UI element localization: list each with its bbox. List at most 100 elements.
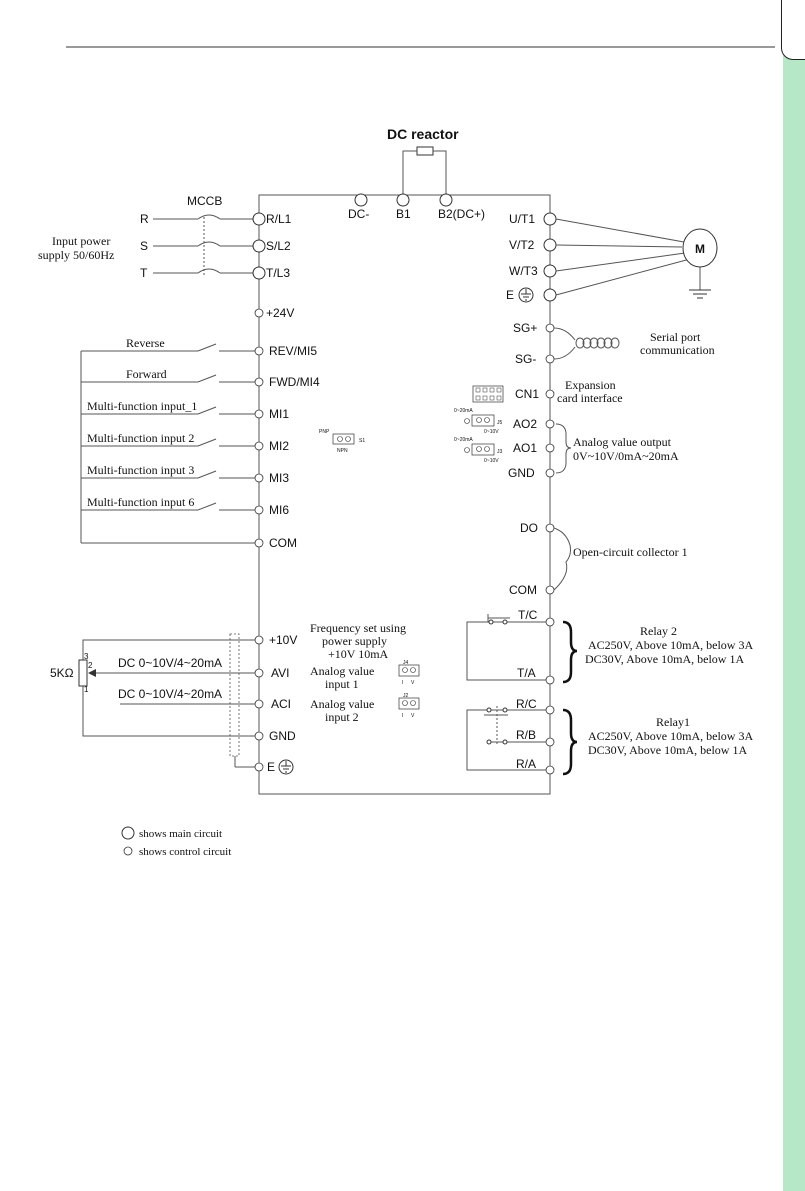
analog-out-label: Analog value output xyxy=(573,435,672,449)
e-left-label: E xyxy=(267,760,275,774)
gnd-left-label: GND xyxy=(269,729,296,743)
gnd-right-label: GND xyxy=(508,466,535,480)
legend-control-circuit-label: shows control circuit xyxy=(139,846,231,858)
do-bracket xyxy=(553,527,571,591)
reactor-wire-b1 xyxy=(402,150,417,195)
mccb-breakers xyxy=(153,214,253,275)
relay2-contact xyxy=(466,614,546,681)
jumper-j2: J2 I V xyxy=(398,693,420,719)
relay2-title: Relay 2 xyxy=(640,624,677,638)
terminal-r-b xyxy=(545,737,555,747)
terminal-ao2 xyxy=(545,419,555,429)
svg-text:PNP: PNP xyxy=(319,429,330,435)
switch-mi1 xyxy=(81,406,255,415)
terminal-aci xyxy=(254,699,264,709)
analog-in1-line1: Analog value xyxy=(310,664,374,678)
fwd-mi4-label: FWD/MI4 xyxy=(269,375,320,389)
s-l2-label: S/L2 xyxy=(266,239,291,253)
terminal-plus24v xyxy=(254,308,264,318)
terminal-mi3 xyxy=(254,473,264,483)
jumper-j5: 0~20mA J5 0~10V xyxy=(454,408,503,435)
svg-text:NPN: NPN xyxy=(337,448,348,454)
pot-pin-3: 3 xyxy=(84,652,89,661)
analog-in2-line2: input 2 xyxy=(325,710,359,724)
terminal-sg-plus xyxy=(545,323,555,333)
terminal-rev-mi5 xyxy=(254,346,264,356)
serial-port-label: Serial port xyxy=(650,330,701,344)
terminal-mi6 xyxy=(254,505,264,515)
svg-text:S1: S1 xyxy=(359,438,365,444)
phase-r-label: R xyxy=(140,212,149,226)
shield xyxy=(229,633,240,757)
terminal-com-right xyxy=(545,585,555,595)
legend-main-circuit-symbol xyxy=(121,826,135,840)
t-l3-label: T/L3 xyxy=(266,266,290,280)
analog-in2-line1: Analog value xyxy=(310,697,374,711)
phase-s-label: S xyxy=(140,239,148,253)
aci-label: ACI xyxy=(271,697,291,711)
terminal-ao1 xyxy=(545,443,555,453)
terminal-t-c xyxy=(545,617,555,627)
terminal-t-l3 xyxy=(252,266,266,280)
expansion-interface-label: card interface xyxy=(557,391,623,405)
terminal-e-main xyxy=(543,288,557,302)
mfi1-label: Multi-function input_1 xyxy=(87,399,197,413)
jumper-j4: J4 I V xyxy=(398,660,420,686)
page-edge-band xyxy=(783,0,805,1191)
v-t2-label: V/T2 xyxy=(509,238,535,252)
svg-text:0~10V: 0~10V xyxy=(484,429,499,435)
terminal-t-a xyxy=(545,675,555,685)
dc-reactor-symbol xyxy=(416,146,434,156)
terminal-com-left xyxy=(254,538,264,548)
motor-label: M xyxy=(695,242,705,256)
ground-icon-main xyxy=(518,287,534,303)
svg-text:J2: J2 xyxy=(403,693,409,699)
switch-mi6 xyxy=(81,502,255,511)
freq-set-line1: Frequency set using xyxy=(310,621,406,635)
switch-forward xyxy=(81,374,255,383)
b1-label: B1 xyxy=(396,207,411,221)
plus10v-label: +10V xyxy=(269,633,297,647)
page-tab xyxy=(781,0,805,60)
relay1-title: Relay1 xyxy=(656,715,690,729)
pot-wire-top xyxy=(82,639,255,660)
twisted-pair xyxy=(553,327,620,360)
mccb-label: MCCB xyxy=(187,194,222,208)
expansion-label: Expansion xyxy=(565,378,616,392)
pot-wiper xyxy=(88,669,96,677)
svg-text:J5: J5 xyxy=(497,420,503,426)
svg-text:0~20mA: 0~20mA xyxy=(454,437,473,443)
rev-mi5-label: REV/MI5 xyxy=(269,344,317,358)
terminal-cn1 xyxy=(545,389,555,399)
switch-reverse xyxy=(81,343,255,352)
freq-set-line2: power supply xyxy=(322,634,387,648)
terminal-plus10v xyxy=(254,635,264,645)
relay1-ac: AC250V, Above 10mA, below 3A xyxy=(588,729,753,743)
dc-reactor-label: DC reactor xyxy=(387,126,459,142)
svg-text:J4: J4 xyxy=(403,660,409,666)
r-c-label: R/C xyxy=(516,697,537,711)
forward-label: Forward xyxy=(126,367,167,381)
relay2-brace xyxy=(562,620,578,684)
relay1-contact xyxy=(466,706,546,771)
w-t3-label: W/T3 xyxy=(509,264,538,278)
ground-icon-left xyxy=(278,759,294,775)
pot-wire-bottom xyxy=(82,686,255,737)
mfi2-label: Multi-function input 2 xyxy=(87,431,194,445)
com-right-label: COM xyxy=(509,583,537,597)
terminal-b1 xyxy=(396,193,410,207)
pot-value-label: 5KΩ xyxy=(50,666,74,680)
com-left-label: COM xyxy=(269,536,297,550)
svg-text:V: V xyxy=(411,713,415,719)
terminal-do xyxy=(545,523,555,533)
terminal-w-t3 xyxy=(543,264,557,278)
terminal-b2 xyxy=(439,193,453,207)
terminal-r-a xyxy=(545,765,555,775)
terminal-u-t1 xyxy=(543,212,557,226)
svg-text:I: I xyxy=(402,713,403,719)
t-c-label: T/C xyxy=(518,608,538,622)
analog-out-range: 0V~10V/0mA~20mA xyxy=(573,449,679,463)
terminal-fwd-mi4 xyxy=(254,377,264,387)
relay1-brace xyxy=(562,708,578,776)
